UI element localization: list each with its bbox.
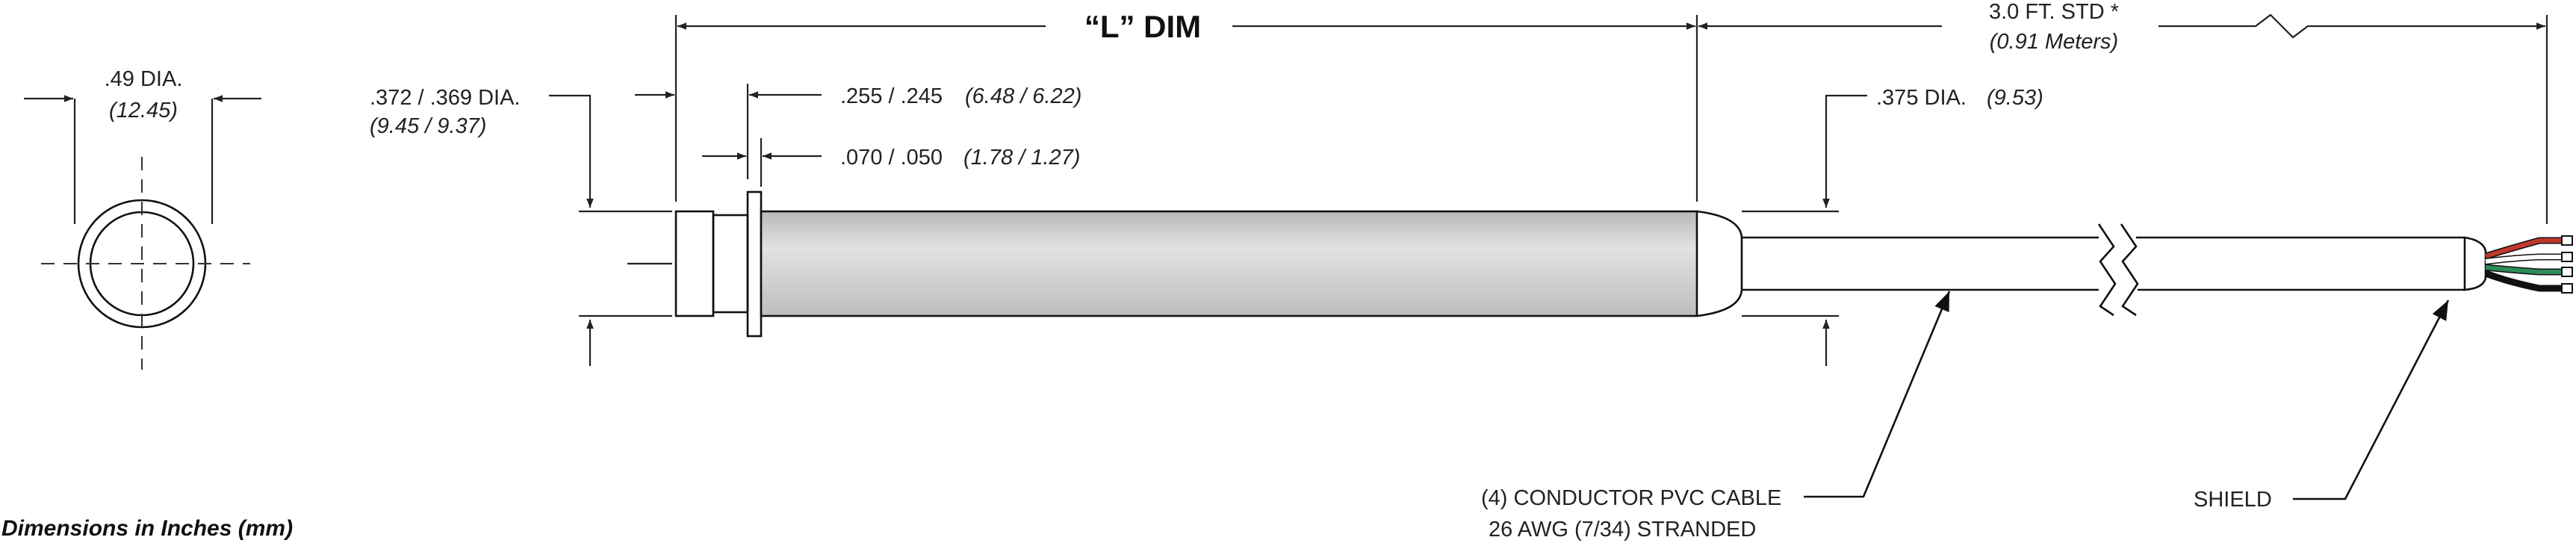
head-dia-label: .372 / .369 DIA. (370, 86, 521, 110)
cable-dia-mm: (9.53) (1987, 86, 2043, 110)
wires (2484, 235, 2573, 294)
wire-black (2484, 270, 2562, 292)
cable-length-mm: (0.91 Meters) (1990, 30, 2118, 54)
l-dim-label: “L” DIM (1084, 9, 1201, 44)
thread-len-mm: (6.48 / 6.22) (965, 84, 1081, 108)
flange-thk-label: .070 / .050 (840, 146, 943, 170)
shield-label: SHIELD (2194, 488, 2272, 512)
cable-desc-leader (1804, 291, 1951, 498)
cable-break-right (2120, 223, 2139, 317)
side-view: “L” DIM 3.0 FT. STD * (0.91 Meters) .372… (370, 0, 2573, 542)
end-view: .49 DIA. (12.45) (24, 67, 261, 370)
shield-end (2463, 236, 2487, 291)
thread-len-label: .255 / .245 (840, 84, 943, 108)
probe-flange (746, 190, 763, 338)
cable-break-left (2097, 223, 2117, 317)
cable-desc-line1: (4) CONDUCTOR PVC CABLE (1481, 486, 1781, 510)
flange-thk-mm: (1.78 / 1.27) (963, 146, 1080, 170)
cable (1742, 223, 2487, 317)
end-view-dia-label: .49 DIA. (105, 67, 183, 91)
cable-desc-line2: 26 AWG (7/34) STRANDED (1489, 518, 1756, 542)
cable-length-label: 3.0 FT. STD * (1989, 0, 2119, 24)
cable-dia-label: .375 DIA. (1876, 86, 1967, 110)
head-dia-mm: (9.45 / 9.37) (370, 114, 486, 138)
probe-end-cap (1696, 210, 1743, 317)
probe-head (674, 210, 715, 317)
end-view-dia-mm: (12.45) (109, 99, 178, 122)
shield-leader (2293, 300, 2450, 500)
cable-length-break (2158, 13, 2390, 39)
units-footnote: Dimensions in Inches (mm) (1, 516, 293, 541)
probe-neck (712, 214, 749, 314)
probe-body (760, 210, 1698, 317)
